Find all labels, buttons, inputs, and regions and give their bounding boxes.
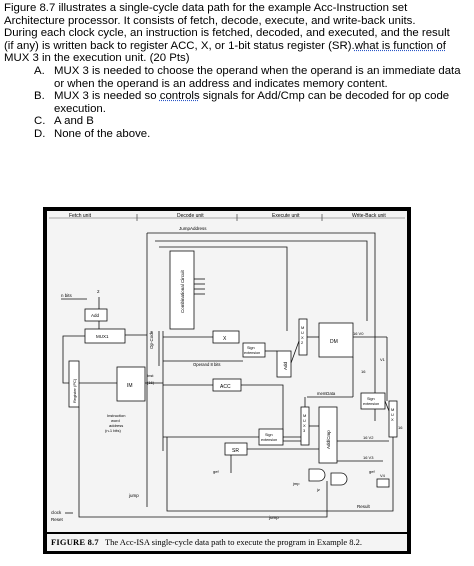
x-register-label: X	[223, 336, 227, 342]
figure-caption-text: The Acc-ISA single-cycle data path to ex…	[104, 537, 362, 547]
wire	[241, 384, 284, 441]
data-memory-label: DM	[330, 339, 338, 345]
n-bits-label: n bits	[61, 293, 73, 298]
unit-headers: Fetch unit Decode unit Execute unit Writ…	[49, 213, 405, 221]
jump-left-label: jump	[128, 493, 139, 498]
option-b[interactable]: B. MUX 3 is needed so controls signals fo…	[34, 90, 472, 115]
data-memory-box	[318, 322, 354, 358]
sr-register-label: SR	[232, 448, 239, 454]
question-line: Architecture processor. It consists of f…	[4, 14, 416, 27]
wire	[155, 240, 368, 321]
sign-extension-mid-box	[258, 428, 284, 446]
figure-caption-label: FIGURE 8.7	[51, 537, 99, 547]
option-text: None of the above.	[54, 127, 151, 140]
pc-adder-box	[84, 308, 108, 322]
pc-adder-label: Add	[91, 313, 100, 318]
jump-address-label: JumpAddress	[179, 226, 207, 231]
answer-options: A. MUX 3 is needed to choose the operand …	[34, 65, 472, 141]
operand-label: Operand 8 bits	[193, 362, 220, 367]
address-adder-box	[276, 350, 292, 378]
jump-bottom-label: jump	[268, 515, 279, 520]
alu-add-cmp-box	[318, 406, 338, 464]
combinational-circuit-box	[169, 250, 195, 330]
option-letter: D.	[34, 127, 46, 140]
and-gate-jz	[330, 472, 348, 486]
and-gate-jmp	[308, 468, 326, 482]
result-label: Result	[357, 504, 371, 509]
question-text: (if any) is written back to register ACC…	[4, 39, 355, 52]
gef-label: gef	[213, 469, 219, 474]
wire	[384, 400, 390, 412]
reset-label: Reset	[51, 517, 64, 522]
address-adder-label: Add	[283, 361, 288, 370]
writeback-unit-label: Write-Back unit	[352, 213, 386, 219]
acc-register-label: ACC	[220, 384, 231, 390]
sign-extension-wb-box	[360, 392, 386, 410]
instruction-memory-box	[116, 366, 146, 402]
wire	[159, 246, 288, 331]
datapath-diagram: Fetch unit Decode unit Execute unit Writ…	[47, 211, 407, 532]
option-c[interactable]: C. A and B	[34, 115, 472, 128]
option-text-highlight: controls	[159, 90, 200, 103]
decode-unit-label: Decode unit	[177, 213, 204, 219]
v1-label: V1	[380, 357, 386, 362]
alu-add-cmp-label: Add/Cmp	[326, 430, 331, 449]
jz-label: jz	[316, 487, 320, 492]
fetch-unit-label: Fetch unit	[69, 213, 92, 219]
jump-wire-bottom	[78, 407, 328, 518]
two-label: 2	[97, 289, 100, 294]
option-text: A and B	[54, 115, 94, 128]
inst-label: Inst	[147, 373, 154, 378]
pc-register-label: Register (PC)	[72, 378, 77, 403]
result-wire	[166, 437, 394, 512]
combinational-circuit-label: Combinational Circuit	[180, 269, 185, 313]
mux1-label: MUX1	[96, 334, 109, 339]
inst-bits-label: (16)	[147, 380, 155, 385]
question-line: Figure 8.7 illustrates a single-cycle da…	[4, 2, 408, 14]
op-code-label: Op-Code	[149, 330, 154, 349]
option-text: MUX 3 is needed to choose the operand wh…	[54, 64, 461, 90]
question-line: During each clock cycle, an instruction …	[4, 27, 450, 40]
gef-wb-label: gef	[369, 469, 375, 474]
v4-label: V4	[380, 473, 386, 478]
sixteen-out-label: 16	[398, 425, 403, 430]
option-text: signals for Add/Cmp can be decoded for o…	[54, 90, 450, 115]
v4-gate	[376, 478, 390, 488]
question-line: (if any) is written back to register ACC…	[4, 40, 472, 53]
option-letter: B.	[34, 90, 45, 103]
figure-caption: FIGURE 8.7 The Acc-ISA single-cycle data…	[47, 534, 407, 551]
datapath-svg: Fetch unit Decode unit Execute unit Writ…	[49, 213, 405, 522]
sign-extension-box	[242, 342, 266, 358]
wire	[62, 335, 85, 384]
datapath-figure: Fetch unit Decode unit Execute unit Writ…	[43, 207, 411, 554]
jump-address-wire	[147, 232, 376, 421]
pc-register-box	[68, 360, 80, 408]
mem-data-label: memData	[317, 391, 336, 396]
wire	[290, 340, 300, 364]
instruction-memory-label: IM	[127, 383, 133, 389]
question-block: Figure 8.7 illustrates a single-cycle da…	[4, 2, 472, 141]
question-highlight: what is function of	[354, 39, 446, 52]
jmp-label: jmp	[292, 481, 300, 486]
option-text: MUX 3 is needed so	[54, 90, 160, 103]
v0-label: 16 V0	[353, 331, 364, 336]
option-letter: A.	[34, 64, 45, 77]
option-d[interactable]: D. None of the above.	[34, 128, 472, 141]
v3-label: 16 V3	[363, 455, 374, 460]
question-line: MUX 3 in the execution unit. (20 Pts)	[4, 52, 190, 65]
execute-unit-label: Execute unit	[272, 213, 300, 219]
v2-label: 16 V2	[363, 435, 374, 440]
option-a[interactable]: A. MUX 3 is needed to choose the operand …	[34, 65, 472, 90]
clock-label: clock	[51, 510, 62, 515]
sixteen-label: 16	[361, 369, 366, 374]
option-letter: C.	[34, 115, 46, 128]
